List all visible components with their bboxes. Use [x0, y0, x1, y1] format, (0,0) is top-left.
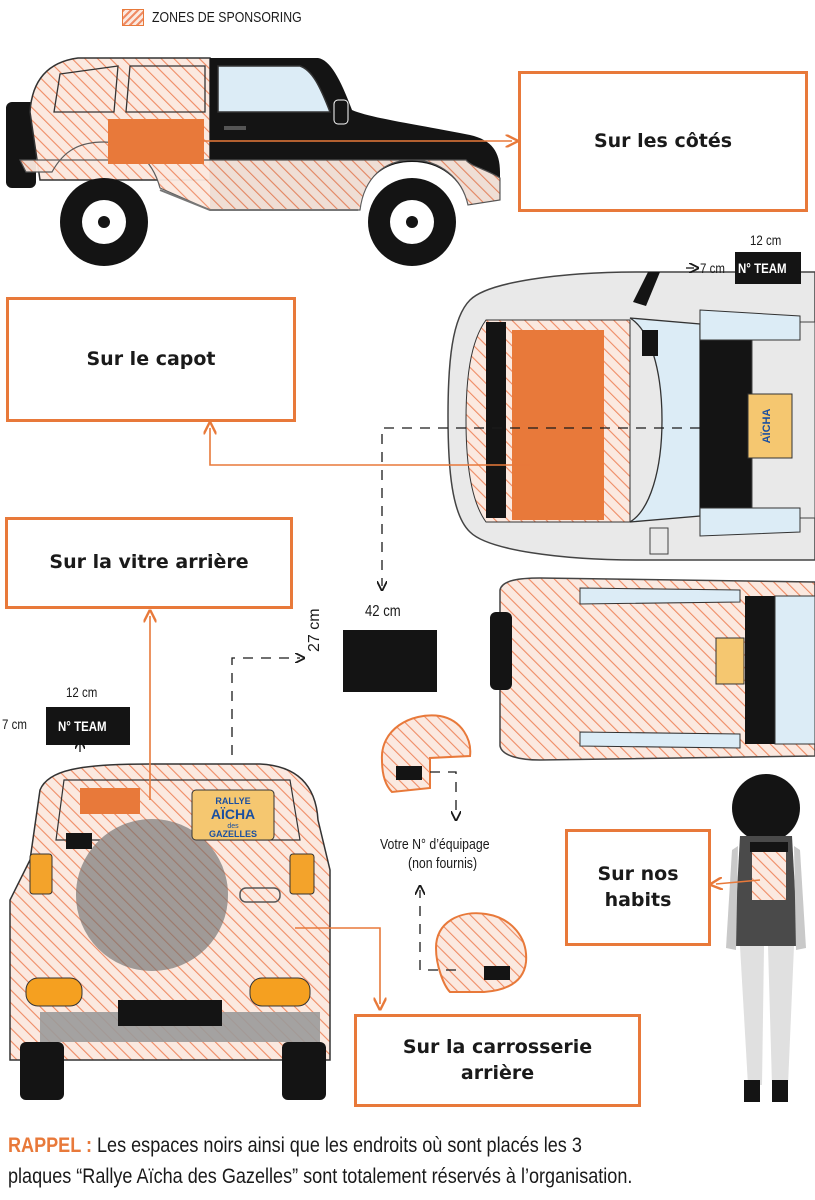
logo-line1: RALLYE	[215, 796, 250, 806]
car-top-view: AÏCHA	[447, 271, 815, 561]
callout-hood: Sur le capot	[6, 297, 296, 422]
arrow-hood	[210, 428, 530, 466]
rear-plate-width: 42 cm	[365, 603, 401, 620]
crew-number-note: (non fournis)	[408, 855, 478, 872]
car-roof-view	[490, 577, 815, 761]
team-plate-top: N° TEAM	[735, 252, 801, 284]
rallye-logo-rear	[191, 789, 275, 841]
legend-swatch	[122, 9, 144, 26]
legend-label: ZONES DE SPONSORING	[152, 9, 302, 26]
logo-line3: des	[227, 823, 239, 830]
logo-line2: AÏCHA	[211, 806, 255, 822]
arrow-clothes	[716, 880, 761, 884]
car-rear-view: RALLYE AÏCHA des GAZELLES	[9, 763, 331, 1100]
team-plate-height-top: 7 cm	[700, 260, 725, 276]
callout-rear-window: Sur la vitre arrière	[5, 517, 293, 609]
callout-rear-window-label: Sur la vitre arrière	[49, 551, 249, 574]
team-plate-left-label: N° TEAM	[58, 718, 107, 734]
helmet-top	[380, 714, 472, 794]
team-plate-top-label: N° TEAM	[738, 260, 787, 276]
team-plate-height-left: 7 cm	[2, 716, 27, 732]
callout-clothes-label: Sur nos habits	[597, 862, 679, 911]
callout-rear-body: Sur la carrosserie arrière	[354, 1014, 641, 1107]
callout-sides: Sur les côtés	[518, 71, 808, 212]
footer-line1: Les espaces noirs ainsi que les endroits…	[96, 1134, 582, 1157]
svg-text:AÏCHA: AÏCHA	[760, 409, 773, 444]
crew-number-title: Votre N° d’équipage	[380, 836, 490, 853]
car-side-view	[6, 57, 501, 266]
callout-sides-label: Sur les côtés	[593, 129, 733, 152]
footer-lead: RAPPEL :	[8, 1134, 92, 1157]
rear-plate-height: 27 cm	[306, 608, 323, 652]
rear-number-plate	[343, 630, 437, 692]
helmet-bottom	[434, 912, 528, 993]
callout-rear-body-label: Sur la carrosserie arrière	[402, 1035, 593, 1084]
callout-hood-label: Sur le capot	[86, 347, 216, 370]
footer-reminder: RAPPEL : Les espaces noirs ainsi que les…	[8, 1130, 813, 1192]
rallye-logo-roof	[715, 637, 745, 685]
crew-number-label: Votre N° d’équipage (non fournis)	[380, 836, 580, 872]
logo-line4: GAZELLES	[209, 829, 257, 839]
rallye-logo-top	[747, 393, 793, 459]
callout-clothes: Sur nos habits	[565, 829, 711, 946]
team-plate-width-left: 12 cm	[66, 684, 98, 700]
footer-line2: plaques “Rallye Aïcha des Gazelles” sont…	[8, 1165, 633, 1188]
team-plate-left: N° TEAM	[46, 707, 130, 745]
woman-figure	[726, 774, 806, 1102]
team-plate-width-top: 12 cm	[750, 232, 782, 248]
dashed-guides	[80, 268, 700, 971]
callout-arrows	[150, 141, 761, 1004]
arrow-rear-body	[295, 927, 380, 1004]
